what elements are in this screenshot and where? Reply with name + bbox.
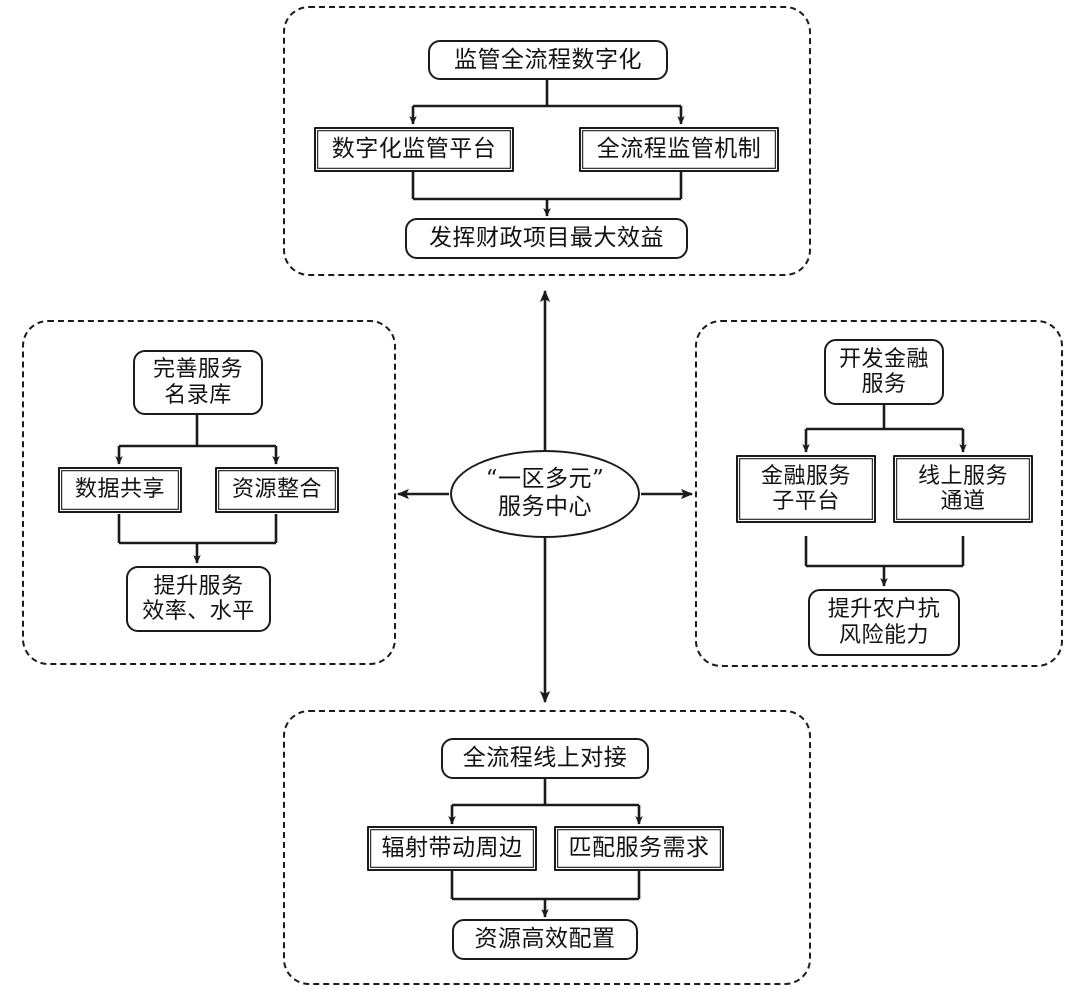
node-right-branch-left-label: 金融服务 子平台	[760, 463, 851, 514]
node-left-branch-left-label: 数据共享	[74, 477, 165, 503]
hub-label: “一区多元” 服务中心	[485, 466, 605, 520]
node-right-result[interactable]: 提升农户抗 风险能力	[808, 589, 960, 656]
node-left-branch-left[interactable]: 数据共享	[58, 467, 182, 513]
node-left-root-label: 完善服务 名录库	[152, 357, 243, 408]
node-top-result[interactable]: 发挥财政项目最大效益	[405, 218, 688, 259]
node-right-branch-right-label: 线上服务 通道	[917, 463, 1008, 514]
node-top-root[interactable]: 监管全流程数字化	[428, 40, 668, 80]
node-bottom-result-label: 资源高效配置	[474, 926, 616, 953]
cluster-top	[283, 6, 811, 276]
hub-service-center[interactable]: “一区多元” 服务中心	[450, 450, 640, 538]
node-bottom-branch-right[interactable]: 匹配服务需求	[554, 826, 724, 871]
cluster-right	[695, 320, 1063, 667]
node-right-result-label: 提升农户抗 风险能力	[827, 597, 941, 648]
node-right-root[interactable]: 开发金融 服务	[824, 339, 944, 405]
node-bottom-result[interactable]: 资源高效配置	[452, 919, 638, 960]
node-left-result[interactable]: 提升服务 效率、水平	[126, 566, 271, 632]
node-bottom-branch-left[interactable]: 辐射带动周边	[367, 826, 537, 871]
node-bottom-branch-left-label: 辐射带动周边	[381, 835, 523, 862]
node-top-root-label: 监管全流程数字化	[454, 46, 642, 73]
node-right-branch-left[interactable]: 金融服务 子平台	[736, 455, 876, 523]
node-top-branch-right[interactable]: 全流程监管机制	[579, 127, 779, 172]
node-top-result-label: 发挥财政项目最大效益	[429, 225, 664, 252]
node-left-branch-right-label: 资源整合	[231, 477, 322, 503]
node-right-root-label: 开发金融 服务	[838, 346, 929, 397]
node-bottom-branch-right-label: 匹配服务需求	[568, 835, 710, 862]
node-left-root[interactable]: 完善服务 名录库	[133, 350, 263, 415]
node-top-branch-left[interactable]: 数字化监管平台	[314, 127, 514, 172]
cluster-bottom	[283, 710, 811, 985]
node-left-result-label: 提升服务 效率、水平	[142, 573, 255, 624]
node-right-branch-right[interactable]: 线上服务 通道	[893, 455, 1033, 523]
node-top-branch-right-label: 全流程监管机制	[596, 136, 762, 163]
node-top-branch-left-label: 数字化监管平台	[331, 136, 497, 163]
node-bottom-root-label: 全流程线上对接	[462, 745, 628, 772]
node-bottom-root[interactable]: 全流程线上对接	[441, 738, 649, 779]
node-left-branch-right[interactable]: 资源整合	[215, 467, 339, 513]
cluster-left	[22, 320, 396, 665]
